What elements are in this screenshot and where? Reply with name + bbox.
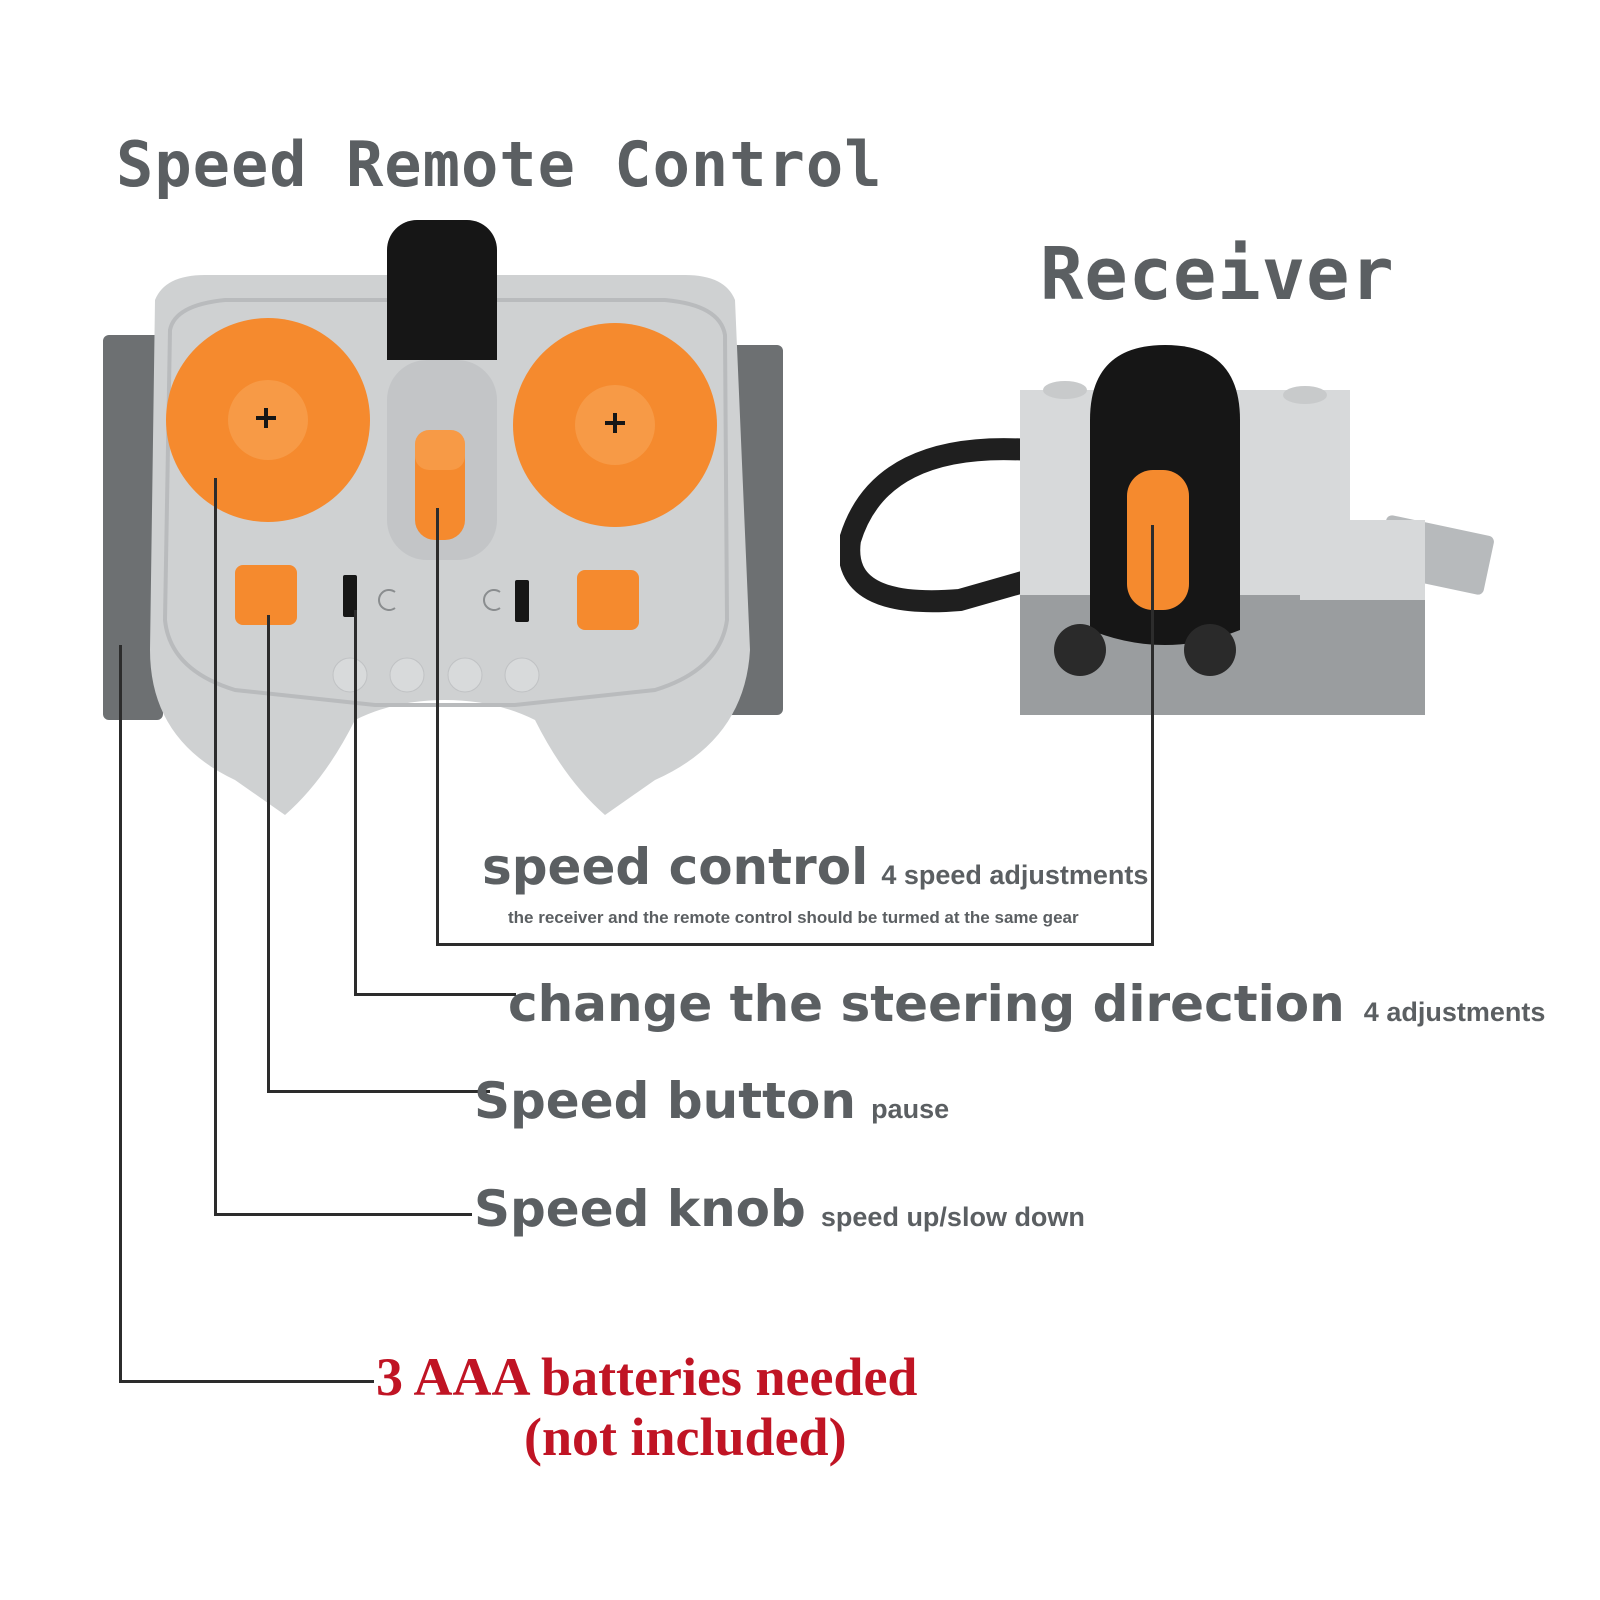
knob-leader-line-v [214, 478, 217, 1216]
speed-knob-label: Speed knob speed up/slow down [474, 1180, 1085, 1238]
receiver-selector [1127, 470, 1189, 610]
remote-control-icon [103, 220, 783, 815]
battery-leader-line-v [119, 645, 122, 1383]
receiver-leader-line-v [1151, 525, 1154, 946]
remote-title: Speed Remote Control [116, 128, 883, 201]
speed-control-leader-line-v [436, 508, 439, 946]
receiver-title: Receiver [1040, 232, 1395, 316]
speed-control-label: speed control 4 speed adjustments [482, 838, 1148, 896]
speed-button-sub: pause [871, 1094, 950, 1124]
knob-leader-line-h [214, 1213, 472, 1216]
steering-leader-line-v [354, 610, 357, 996]
steering-leader-line-h [354, 993, 516, 996]
button-leader-line-v [267, 615, 270, 1093]
steering-label: change the steering direction 4 adjustme… [508, 975, 1545, 1033]
speed-knob-title: Speed knob [474, 1180, 806, 1238]
batteries-warning-line2: (not included) [524, 1407, 847, 1467]
ir-receiver-icon [840, 345, 1494, 715]
steering-sub: 4 adjustments [1363, 997, 1546, 1027]
speed-knob-sub: speed up/slow down [820, 1202, 1085, 1232]
speed-control-leader-line-h [436, 943, 1154, 946]
batteries-warning-line1: 3 AAA batteries needed [376, 1347, 918, 1407]
battery-leader-line-h [119, 1380, 374, 1383]
speed-control-sub: 4 speed adjustments [881, 860, 1149, 890]
steering-title: change the steering direction [508, 975, 1345, 1033]
speed-control-note: the receiver and the remote control shou… [508, 908, 1079, 927]
speed-button-title: Speed button [474, 1072, 856, 1130]
speed-button-label: Speed button pause [474, 1072, 949, 1130]
button-leader-line-h [267, 1090, 490, 1093]
speed-control-title: speed control [482, 838, 869, 896]
